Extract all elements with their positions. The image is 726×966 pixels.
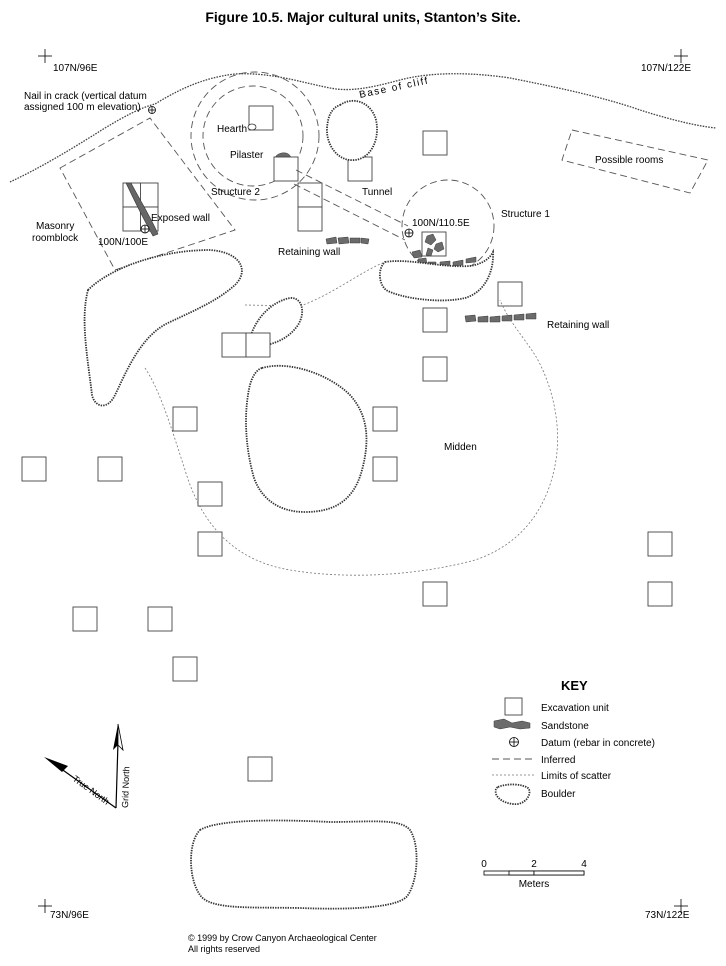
figure-title: Figure 10.5. Major cultural units, Stant… — [205, 9, 520, 25]
cliff-base-line — [9, 73, 717, 183]
excavation-unit — [647, 531, 673, 557]
datum-100n1105e-label: 100N/110.5E — [412, 218, 470, 229]
rights-line: All rights reserved — [188, 944, 260, 954]
scale-tick-label: 4 — [581, 859, 587, 870]
excavation-unit — [147, 606, 173, 632]
corner-marker-bottom-right: 73N/122E — [645, 899, 690, 921]
boulder — [83, 249, 243, 407]
boulder — [190, 819, 418, 910]
corner-marker-top-left: 107N/96E — [38, 49, 98, 74]
excavation-unit — [21, 456, 47, 482]
excavation-unit — [197, 481, 223, 507]
excavation-unit — [72, 606, 98, 632]
grid-north-arrowhead — [113, 724, 118, 750]
possible-rooms-outline — [561, 129, 709, 194]
true-north-label: True North — [71, 774, 111, 807]
excavation-unit — [97, 456, 123, 482]
corner-label-top-left: 107N/96E — [53, 63, 98, 74]
legend-excavation-unit-symbol — [504, 697, 523, 716]
exposed-wall — [125, 182, 159, 237]
tunnel-outline-lower — [293, 183, 406, 241]
corner-marker-top-right: 107N/122E — [641, 49, 691, 74]
grid-north-label: Grid North — [120, 766, 131, 808]
structure-1-label: Structure 1 — [501, 209, 550, 220]
masonry-roomblock-outline — [59, 117, 236, 271]
legend-label: Inferred — [541, 755, 575, 766]
excavation-unit — [221, 332, 247, 358]
true-north-arrowhead — [44, 757, 68, 772]
legend-datum-symbol — [509, 737, 519, 747]
midden-label: Midden — [444, 442, 477, 453]
excavation-unit — [422, 307, 448, 333]
nail-label-line2: assigned 100 m elevation) — [24, 102, 141, 113]
retaining-wall-label-2: Retaining wall — [547, 320, 609, 331]
corner-marker-bottom-left: 73N/96E — [38, 899, 89, 921]
scale-tick-label: 0 — [481, 859, 487, 870]
excavation-unit — [297, 206, 323, 232]
excavation-unit — [497, 281, 523, 307]
retaining-wall-label-1: Retaining wall — [278, 247, 340, 258]
masonry-label-line2: roomblock — [32, 233, 79, 244]
excavation-unit — [245, 332, 271, 358]
excavation-unit — [297, 182, 323, 208]
datum-100n100e-marker — [140, 224, 150, 234]
tunnel-label: Tunnel — [362, 187, 392, 198]
excavation-unit — [172, 406, 198, 432]
retaining-wall-1 — [325, 236, 370, 245]
datum-100n100e-label: 100N/100E — [98, 237, 148, 248]
excavation-unit — [372, 406, 398, 432]
excavation-unit — [247, 756, 273, 782]
structure-2-outer-outline — [190, 71, 320, 201]
base-of-cliff-label: Base of cliff — [358, 75, 430, 101]
map-legend: KEY Excavation unit Sandstone Datum (reb… — [492, 678, 655, 806]
nail-datum-marker — [148, 106, 156, 114]
boulder — [378, 248, 494, 302]
legend-boulder-symbol — [494, 783, 531, 806]
structure-2-label: Structure 2 — [211, 187, 260, 198]
exposed-wall-label: Exposed wall — [151, 213, 210, 224]
datum-100n1105e-marker — [404, 228, 414, 238]
legend-label: Boulder — [541, 789, 576, 800]
legend-label: Excavation unit — [541, 703, 609, 714]
excavation-unit — [197, 531, 223, 557]
excavation-unit — [372, 456, 398, 482]
retaining-wall-2 — [464, 312, 537, 323]
pilaster-label: Pilaster — [230, 150, 264, 161]
excavation-unit — [172, 656, 198, 682]
legend-sandstone-symbol — [493, 718, 531, 730]
scale-unit-label: Meters — [519, 879, 550, 890]
tunnel-outline-upper — [295, 169, 409, 227]
excavation-unit — [647, 581, 673, 607]
nail-label-line1: Nail in crack (vertical datum — [24, 91, 147, 102]
legend-label: Sandstone — [541, 721, 589, 732]
hearth-feature — [247, 123, 257, 131]
corner-label-bottom-left: 73N/96E — [50, 910, 89, 921]
legend-label: Datum (rebar in concrete) — [541, 738, 655, 749]
corner-label-bottom-right: 73N/122E — [645, 910, 690, 921]
boulder — [245, 364, 368, 513]
structure-2-inner-outline — [202, 85, 304, 187]
copyright-line: © 1999 by Crow Canyon Archaeological Cen… — [188, 933, 377, 943]
limits-of-scatter-outline — [144, 299, 558, 576]
excavation-unit — [273, 156, 299, 182]
corner-label-top-right: 107N/122E — [641, 63, 691, 74]
legend-label: Limits of scatter — [541, 771, 612, 782]
north-arrow: Grid North True North — [44, 723, 131, 809]
legend-title: KEY — [561, 678, 588, 693]
excavation-unit — [347, 156, 373, 182]
masonry-label-line1: Masonry — [36, 221, 74, 232]
excavation-unit — [422, 130, 448, 156]
scale-bar: 0 2 4 Meters — [481, 859, 587, 890]
excavation-unit — [422, 356, 448, 382]
excavation-unit — [422, 581, 448, 607]
hearth-label: Hearth — [217, 124, 247, 135]
scale-tick-label: 2 — [531, 859, 537, 870]
possible-rooms-label: Possible rooms — [595, 155, 663, 166]
boulder — [326, 99, 378, 161]
scatter-upper-edge — [244, 261, 386, 307]
